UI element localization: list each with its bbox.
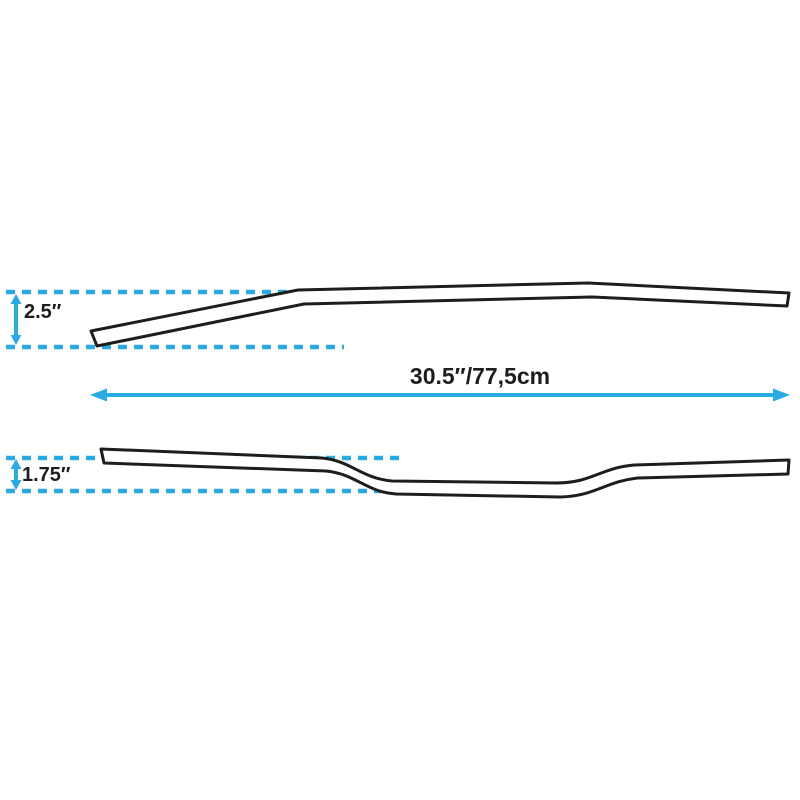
top-handlebar-outline — [89, 281, 791, 348]
bottom-rise-label: 1.75″ — [22, 464, 71, 486]
width-label: 30.5″/77,5cm — [409, 363, 551, 389]
width-dimension — [90, 388, 790, 402]
bottom-rise-arrowhead-down-icon — [10, 480, 22, 490]
bottom-rise-arrowhead-up-icon — [10, 459, 22, 469]
width-arrowhead-right-icon — [773, 388, 790, 402]
width-arrowhead-left-icon — [90, 388, 107, 402]
top-rise-label: 2.5″ — [24, 301, 62, 323]
top-rise-arrowhead-down-icon — [10, 335, 22, 345]
top-rise-arrowhead-up-icon — [10, 294, 22, 304]
bottom-handlebar-outline — [99, 447, 791, 499]
top-rise-dimension — [6, 289, 344, 350]
